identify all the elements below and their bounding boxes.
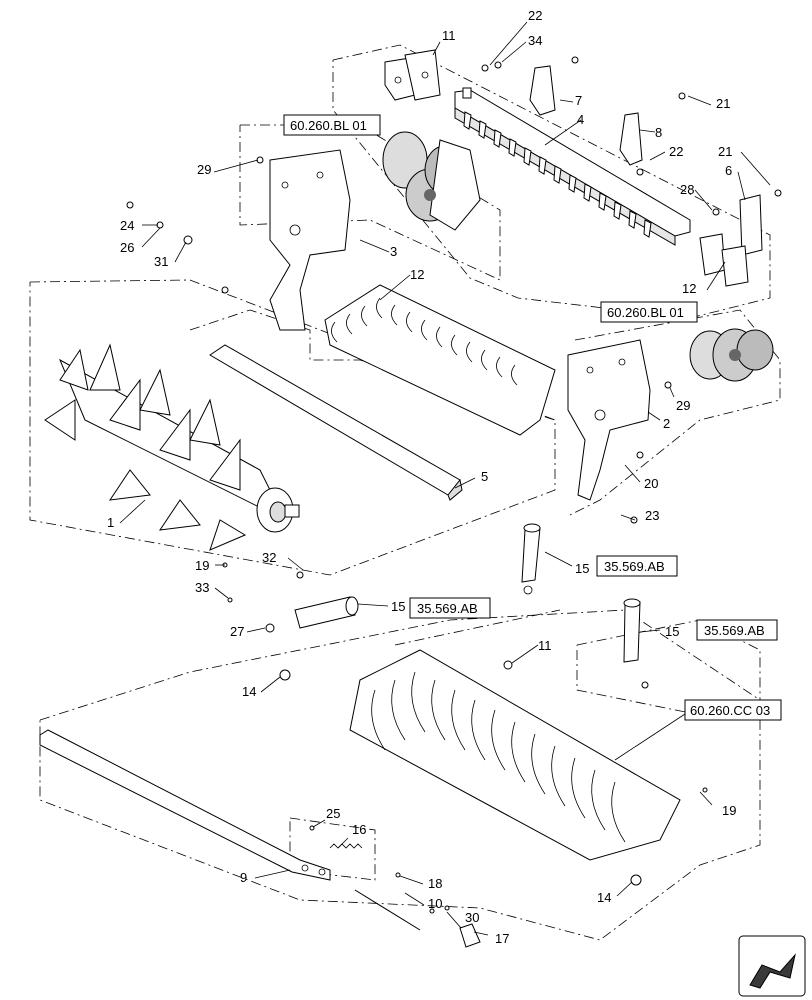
callout-4: 4 — [577, 112, 584, 127]
callout-17: 17 — [495, 931, 509, 946]
ref-bl01-right: 60.260.BL 01 — [607, 305, 684, 320]
ref-ab-right: 35.569.AB — [704, 623, 765, 638]
ref-ab-middle: 35.569.AB — [417, 601, 478, 616]
callout-23: 23 — [645, 508, 659, 523]
pickup-basket — [349, 649, 681, 861]
callout-30: 30 — [465, 910, 479, 925]
callouts: 11 22 34 7 4 21 8 22 21 6 28 12 29 24 26… — [107, 8, 736, 946]
toothed-beam — [454, 87, 691, 246]
callout-2: 2 — [663, 416, 670, 431]
callout-29: 29 — [197, 162, 211, 177]
callout-3: 3 — [390, 244, 397, 259]
callout-21: 21 — [716, 96, 730, 111]
callout-19: 19 — [195, 558, 209, 573]
gearbox-right — [689, 328, 774, 382]
bracket-plates-top — [384, 49, 441, 101]
rod — [354, 889, 421, 931]
callout-33: 33 — [195, 580, 209, 595]
callout-26: 26 — [120, 240, 134, 255]
callout-18: 18 — [428, 876, 442, 891]
callout-15: 15 — [575, 561, 589, 576]
callout-7: 7 — [575, 93, 582, 108]
callout-27: 27 — [230, 624, 244, 639]
hydraulic-cylinders — [294, 523, 641, 663]
callout-12: 12 — [682, 281, 696, 296]
callout-14: 14 — [597, 890, 611, 905]
ref-ab-upper: 35.569.AB — [604, 559, 665, 574]
cap — [459, 923, 481, 948]
callout-12: 11 — [442, 28, 456, 43]
next-page-arrow-icon[interactable] — [738, 935, 806, 997]
callout-29: 29 — [676, 398, 690, 413]
callout-16: 16 — [352, 822, 366, 837]
callout-25: 25 — [326, 806, 340, 821]
callout-13: 12 — [410, 267, 424, 282]
leader-lines — [119, 21, 771, 936]
rotor — [44, 343, 300, 551]
callout-14: 14 — [242, 684, 256, 699]
callout-15: 15 — [665, 624, 679, 639]
spring — [329, 843, 363, 849]
callout-1: 1 — [107, 515, 114, 530]
ref-bl01-top: 60.260.BL 01 — [290, 118, 367, 133]
end-plates-right — [699, 194, 763, 287]
callout-31: 31 — [154, 254, 168, 269]
callout-22: 22 — [528, 8, 542, 23]
callout-6: 6 — [725, 163, 732, 178]
callout-24: 24 — [120, 218, 134, 233]
callout-10: 10 — [428, 896, 442, 911]
callout-28: 28 — [680, 182, 694, 197]
wear-pads — [529, 65, 643, 166]
callout-22: 22 — [669, 144, 683, 159]
callout-34: 34 — [528, 33, 542, 48]
callout-15: 15 — [391, 599, 405, 614]
callout-8: 8 — [655, 125, 662, 140]
strip — [209, 344, 463, 501]
side-plate-left — [269, 149, 351, 331]
reference-boxes: 60.260.BL 01 60.260.BL 01 35.569.AB 35.5… — [283, 114, 782, 721]
callout-21: 21 — [718, 144, 732, 159]
callout-9: 9 — [240, 870, 247, 885]
callout-20: 20 — [644, 476, 658, 491]
side-plate-right — [567, 339, 651, 501]
hardware — [126, 56, 782, 914]
long-shaft — [39, 729, 331, 881]
ref-cc03: 60.260.CC 03 — [690, 703, 770, 718]
callout-5: 5 — [481, 469, 488, 484]
comb — [324, 284, 556, 436]
callout-11: 11 — [538, 638, 552, 653]
callout-19: 19 — [722, 803, 736, 818]
gearbox-top — [382, 131, 481, 231]
callout-32: 32 — [262, 550, 276, 565]
